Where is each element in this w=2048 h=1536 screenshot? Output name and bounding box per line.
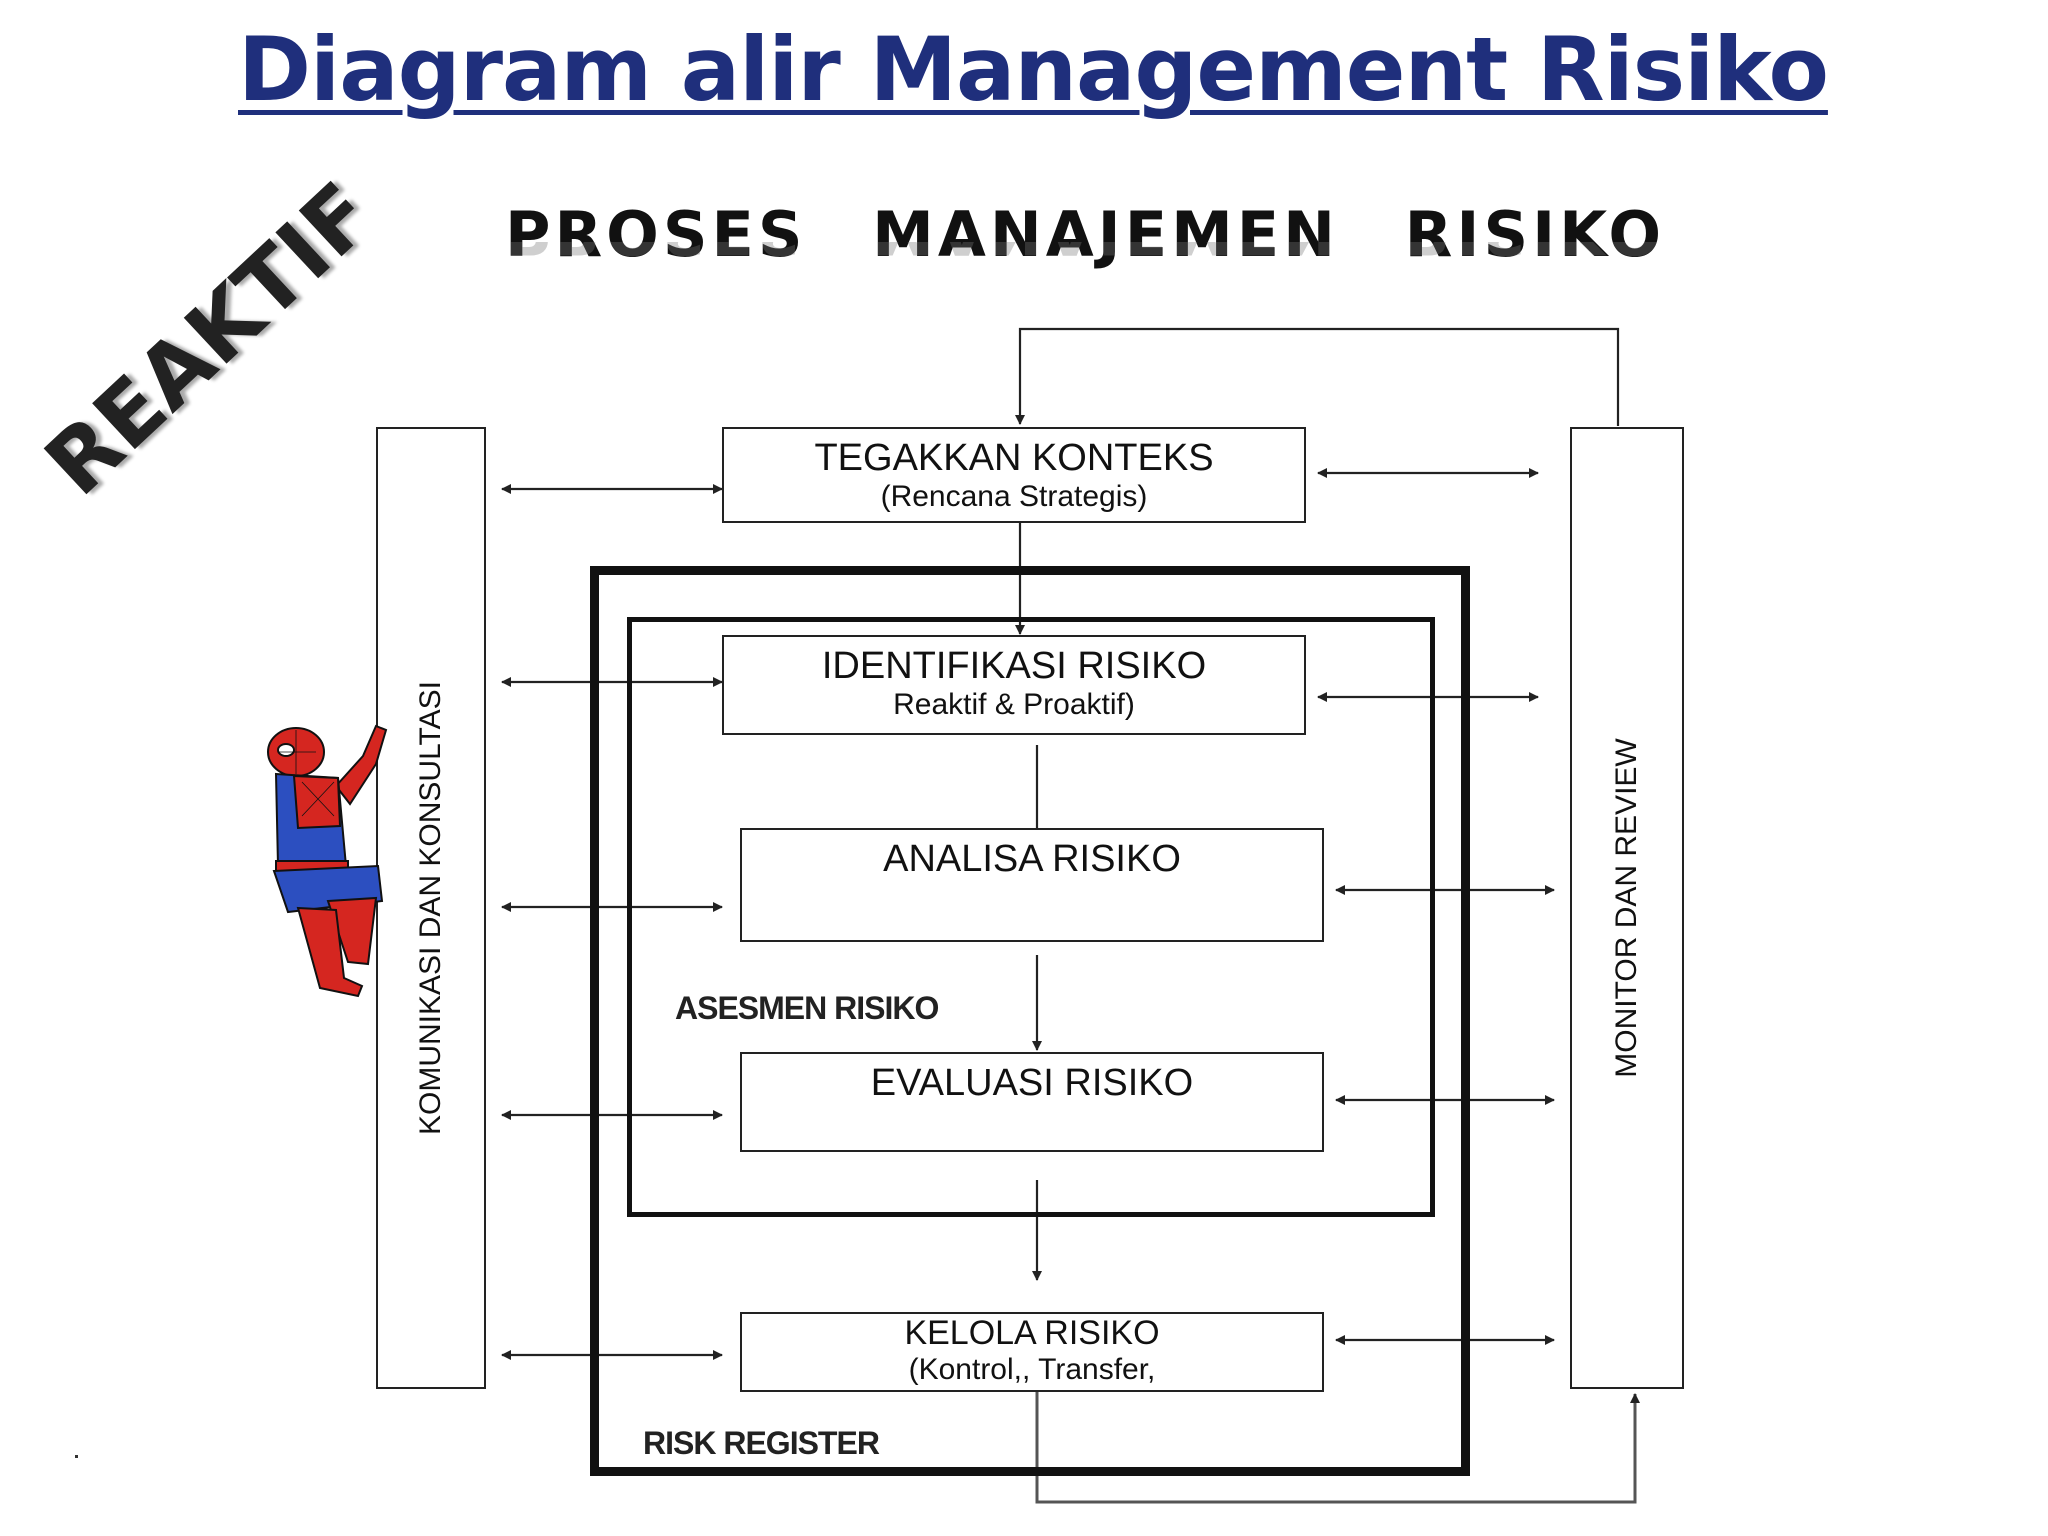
step-title: TEGAKKAN KONTEKS (814, 437, 1214, 479)
feedback-loop-top (1015, 327, 1620, 426)
step-manage-risk: KELOLA RISIKO (Kontrol,, Transfer, (740, 1312, 1324, 1392)
step-title: EVALUASI RISIKO (870, 1062, 1194, 1104)
diagram-subtitle: PROSES MANAJEMEN RISIKO (505, 198, 1666, 271)
stray-dot (75, 1455, 78, 1458)
step-title: IDENTIFIKASI RISIKO (821, 645, 1207, 687)
communication-panel: KOMUNIKASI DAN KONSULTASI (376, 427, 486, 1389)
monitor-panel-label: MONITOR DAN REVIEW (1610, 738, 1643, 1078)
risk-register-label: RISK REGISTER (643, 1425, 880, 1461)
assessment-label: ASESMEN RISIKO (675, 990, 939, 1026)
monitor-panel: MONITOR DAN REVIEW (1570, 427, 1684, 1389)
page-title: Diagram alir Management Risiko (238, 18, 1829, 121)
step-evaluate-risk: EVALUASI RISIKO (740, 1052, 1324, 1152)
step-analyze-risk: ANALISA RISIKO (740, 828, 1324, 942)
step-subtitle: (Kontrol,, Transfer, (908, 1353, 1156, 1386)
step-subtitle: Reaktif & Proaktif) (893, 688, 1135, 721)
step-title: ANALISA RISIKO (883, 838, 1181, 880)
step-title: KELOLA RISIKO (904, 1314, 1160, 1352)
step-subtitle: (Rencana Strategis) (880, 480, 1148, 513)
communication-panel-label: KOMUNIKASI DAN KONSULTASI (414, 681, 447, 1135)
risk-assessment-frame (627, 617, 1435, 1217)
risk-register-frame (590, 566, 1470, 1476)
step-establish-context: TEGAKKAN KONTEKS (Rencana Strategis) (722, 427, 1306, 523)
feedback-loop-bottom (1035, 1392, 1640, 1504)
step-identify-risk: IDENTIFIKASI RISIKO Reaktif & Proaktif) (722, 635, 1306, 735)
spiderman-climbing-figure-icon (267, 724, 388, 998)
